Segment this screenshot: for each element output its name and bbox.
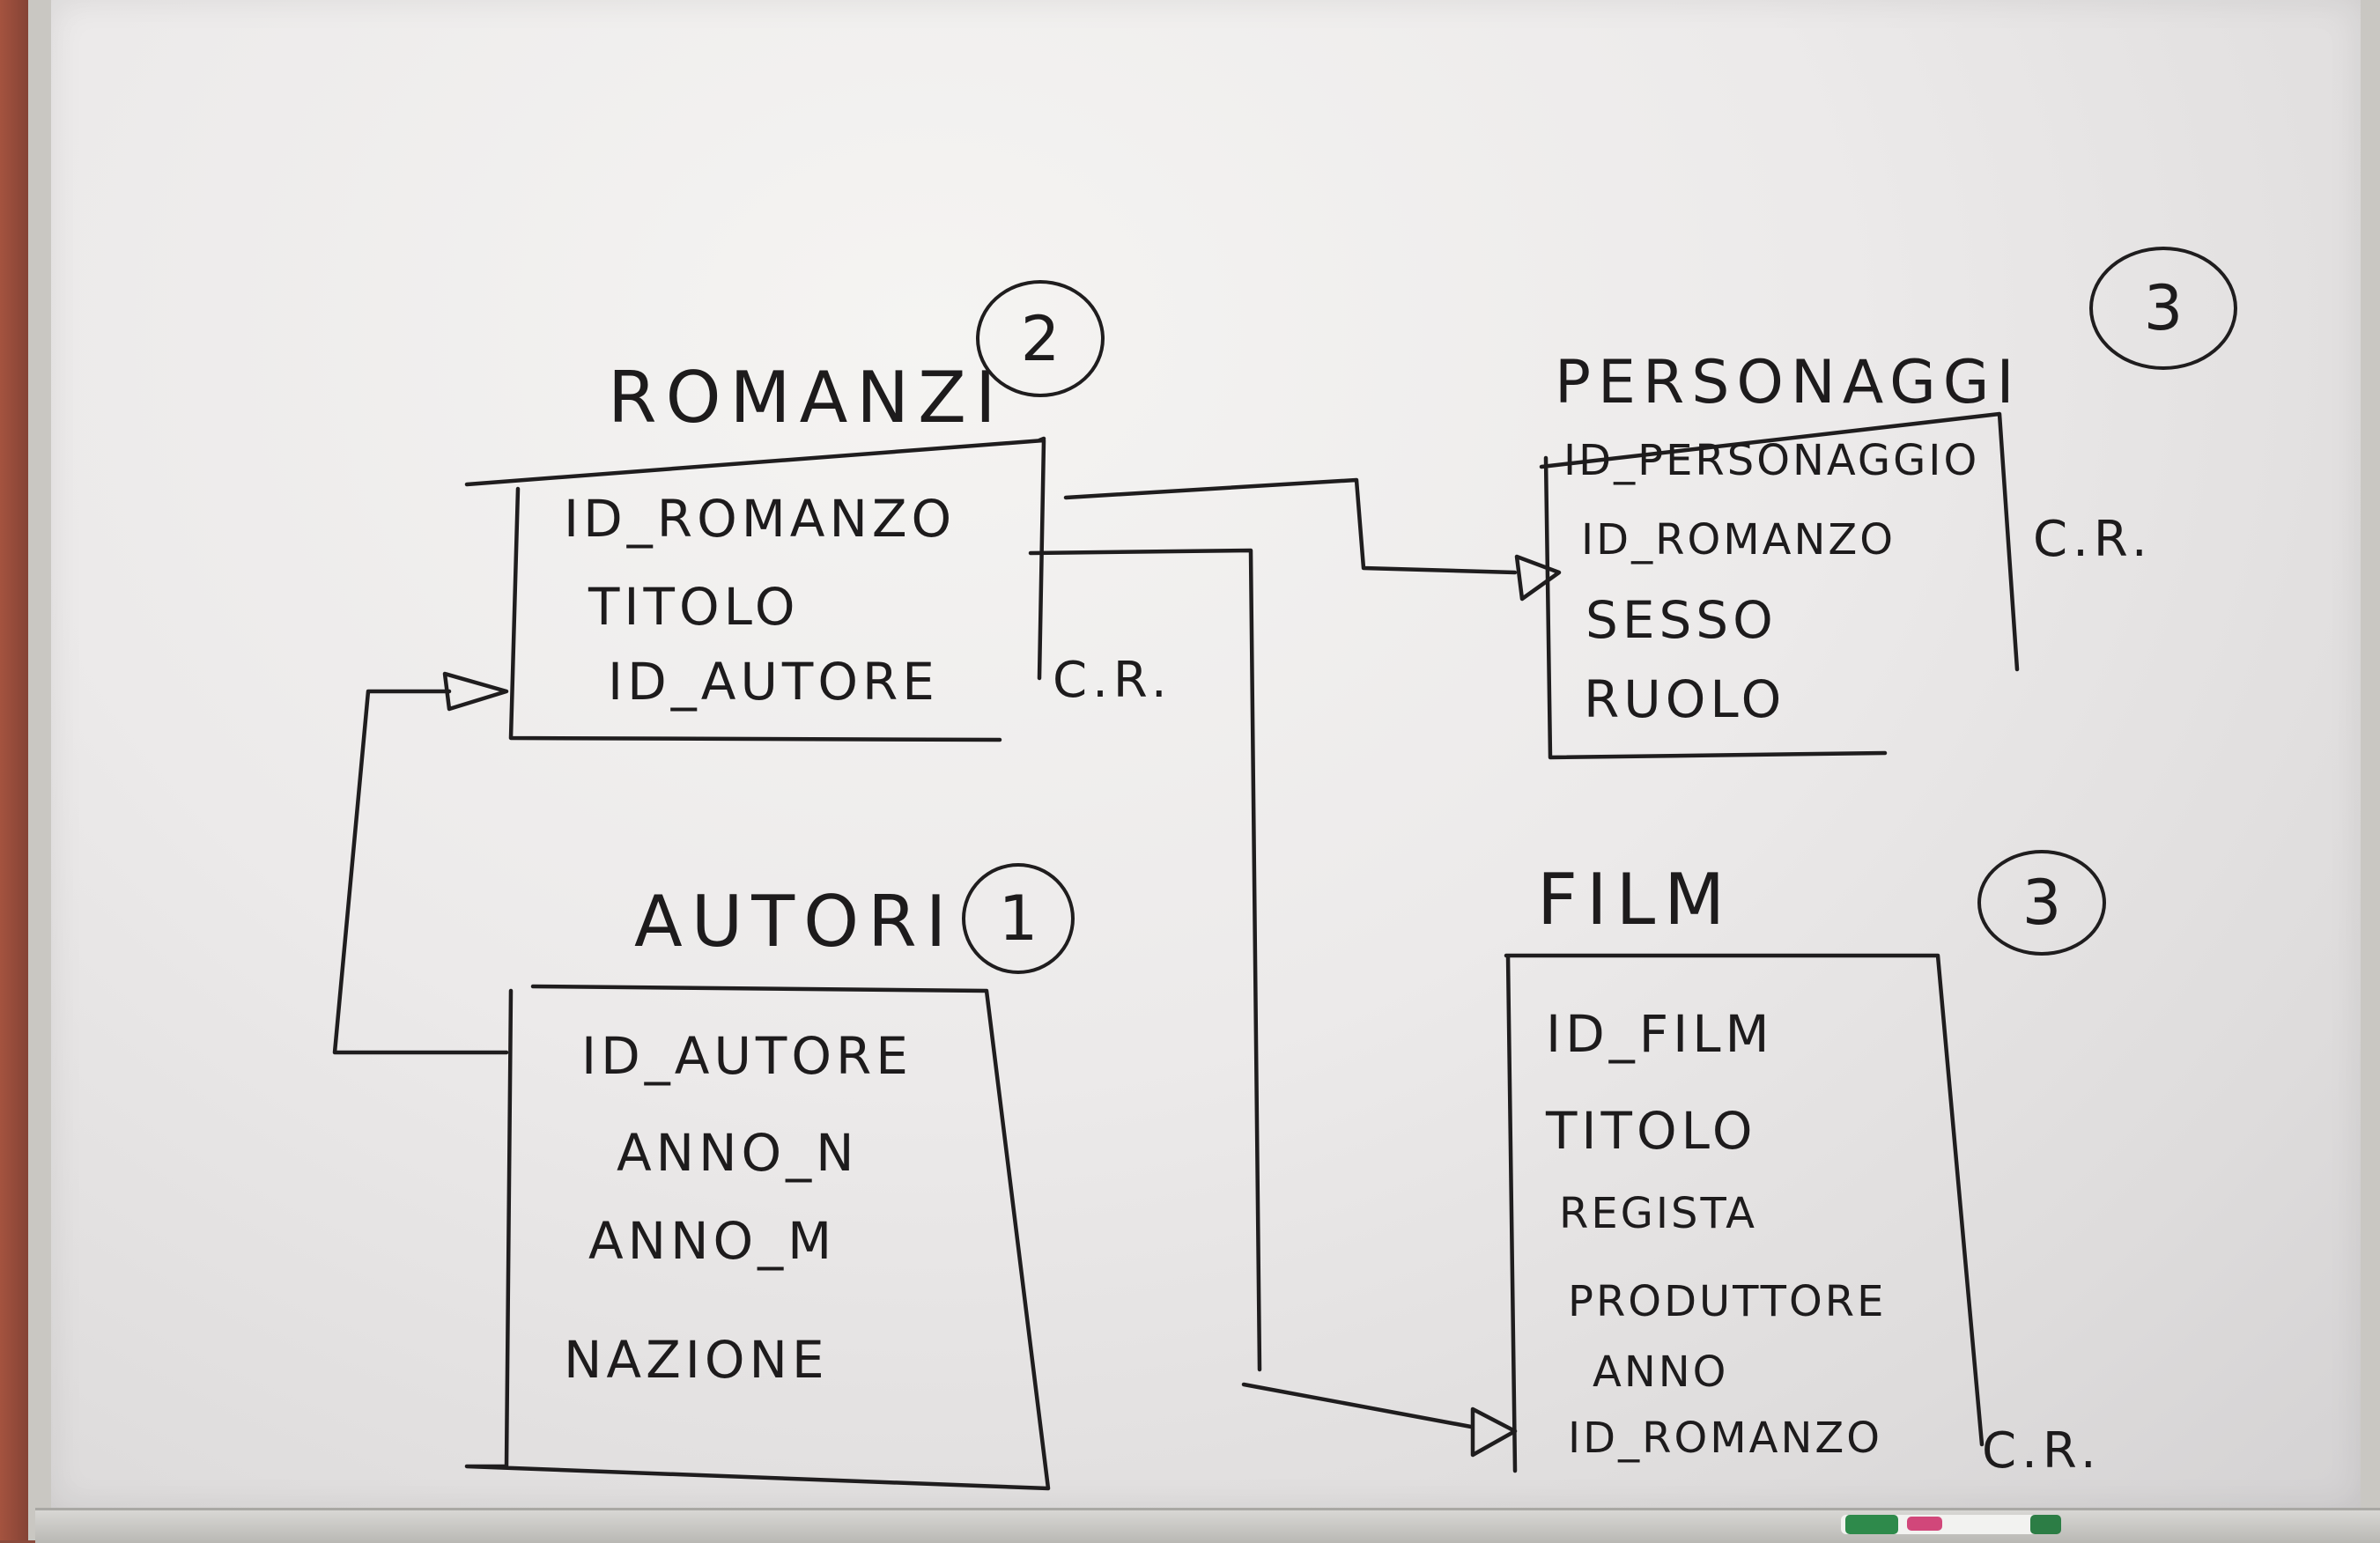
romanzi-number: 2: [976, 280, 1105, 397]
personaggi-field-2: SESSO: [1585, 590, 1778, 650]
autori-box: [464, 984, 1051, 1491]
personaggi-title: PERSONAGGI: [1555, 348, 2022, 417]
arrowhead-film: [1470, 1406, 1518, 1458]
romanzi-field-2: ID_AUTORE: [608, 652, 939, 712]
autori-number-text: 1: [998, 882, 1038, 955]
film-field-0: ID_FILM: [1546, 1004, 1774, 1064]
personaggi-cr: C.R.: [2033, 511, 2153, 568]
film-field-1: TITOLO: [1546, 1101, 1757, 1161]
autori-number: 1: [962, 863, 1075, 974]
autori-romanzi-connector: [332, 689, 509, 1055]
film-number-text: 3: [2022, 867, 2062, 939]
arrowhead-personaggi: [1514, 554, 1562, 602]
arrowhead-romanzi: [442, 671, 509, 712]
film-number: 3: [1977, 850, 2106, 956]
film-field-2: REGISTA: [1559, 1189, 1757, 1238]
autori-field-0: ID_AUTORE: [581, 1026, 913, 1086]
film-cr: C.R.: [1982, 1422, 2102, 1480]
personaggi-box: [1539, 411, 2020, 760]
film-field-5: ID_ROMANZO: [1568, 1414, 1883, 1463]
personaggi-number-text: 3: [2143, 272, 2184, 344]
autori-title: AUTORI: [634, 881, 956, 963]
romanzi-field-1: TITOLO: [588, 577, 800, 637]
romanzi-box: [464, 436, 1046, 742]
autori-field-1: ANNO_N: [617, 1123, 859, 1183]
personaggi-field-1: ID_ROMANZO: [1581, 515, 1896, 565]
film-field-3: PRODUTTORE: [1568, 1277, 1887, 1326]
film-field-4: ANNO: [1593, 1347, 1729, 1397]
romanzi-field-0: ID_ROMANZO: [564, 489, 957, 549]
romanzi-cr: C.R.: [1053, 652, 1172, 709]
romanzi-number-text: 2: [1020, 302, 1061, 375]
whiteboard-surface: [51, 0, 2361, 1508]
romanzi-title: ROMANZI: [608, 357, 1005, 439]
romanzi-personaggi-connector: [1063, 477, 1518, 575]
romanzi-film-connector: [1028, 548, 1474, 1429]
marker-label-pink: [1907, 1517, 1942, 1531]
personaggi-field-3: RUOLO: [1584, 669, 1786, 729]
personaggi-number: 3: [2089, 247, 2237, 370]
film-box: [1504, 953, 1985, 1473]
autori-field-3: NAZIONE: [564, 1330, 829, 1390]
autori-field-2: ANNO_M: [588, 1211, 837, 1271]
personaggi-field-0: ID_PERSONAGGIO: [1563, 436, 1980, 485]
film-title: FILM: [1537, 859, 1734, 941]
marker-tip-green: [2030, 1515, 2061, 1534]
marker-cap-green: [1845, 1515, 1898, 1534]
